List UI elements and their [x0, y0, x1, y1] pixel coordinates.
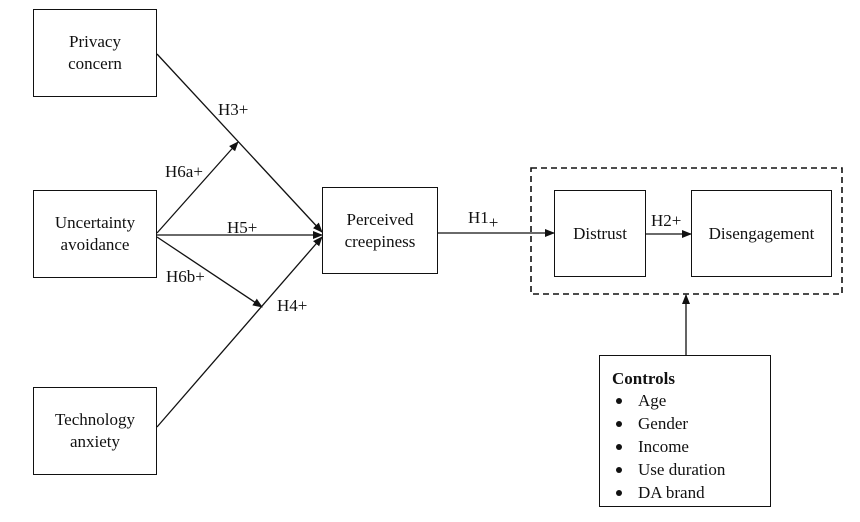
control-gender: Gender	[638, 414, 689, 433]
perceived-creepiness-line-2: creepiness	[344, 231, 416, 251]
control-age: Age	[638, 391, 667, 410]
technology-anxiety-line-2: anxiety	[69, 432, 121, 451]
label-h5: H5+	[227, 218, 258, 237]
control-da-brand: DA brand	[638, 483, 705, 502]
technology-anxiety-line-1: Technology	[54, 410, 135, 429]
distrust-box: Distrust	[554, 190, 646, 277]
controls-box: Controls Age Gender Income Use duration …	[599, 355, 771, 507]
bullet-icon	[616, 444, 622, 450]
label-h4: H4+	[277, 296, 308, 315]
perceived-creepiness-box: Perceived creepiness	[322, 187, 438, 274]
controls-list-item: Income	[600, 435, 725, 458]
bullet-icon	[616, 421, 622, 427]
technology-anxiety-box: Technology anxiety	[33, 387, 157, 475]
label-h1-sign: +	[488, 213, 499, 232]
label-h3: H3+	[218, 100, 249, 119]
bullet-icon	[616, 490, 622, 496]
controls-list-item: Use duration	[600, 458, 725, 481]
label-h2: H2+	[651, 211, 682, 230]
controls-list-item: DA brand	[600, 481, 725, 504]
label-h6a: H6a+	[165, 162, 203, 181]
disengagement-label: Disengagement	[708, 223, 815, 243]
controls-list: Age Gender Income Use duration DA brand	[600, 389, 725, 504]
label-h1: H1+	[468, 208, 498, 232]
perceived-creepiness-line-1: Perceived	[346, 209, 414, 229]
distrust-label: Distrust	[573, 223, 627, 243]
path-h6b	[156, 236, 263, 308]
controls-title: Controls	[612, 369, 675, 388]
controls-list-item: Age	[600, 389, 725, 412]
uncertainty-avoidance-line-2: avoidance	[60, 235, 130, 254]
control-use-duration: Use duration	[638, 460, 726, 479]
path-h6a	[156, 141, 239, 234]
label-h6b: H6b+	[166, 267, 205, 286]
bullet-icon	[616, 467, 622, 473]
bullet-icon	[616, 398, 622, 404]
path-h3	[156, 53, 323, 233]
uncertainty-avoidance-line-1: Uncertainty	[54, 213, 136, 232]
privacy-concern-box: Privacy concern	[33, 9, 157, 97]
uncertainty-avoidance-box: Uncertainty avoidance	[33, 190, 157, 278]
controls-list-item: Gender	[600, 412, 725, 435]
path-h4	[156, 236, 323, 428]
disengagement-box: Disengagement	[691, 190, 832, 277]
control-income: Income	[638, 437, 689, 456]
privacy-concern-line-2: concern	[68, 54, 122, 73]
privacy-concern-line-1: Privacy	[69, 32, 121, 51]
label-h1-text: H1	[468, 208, 489, 227]
